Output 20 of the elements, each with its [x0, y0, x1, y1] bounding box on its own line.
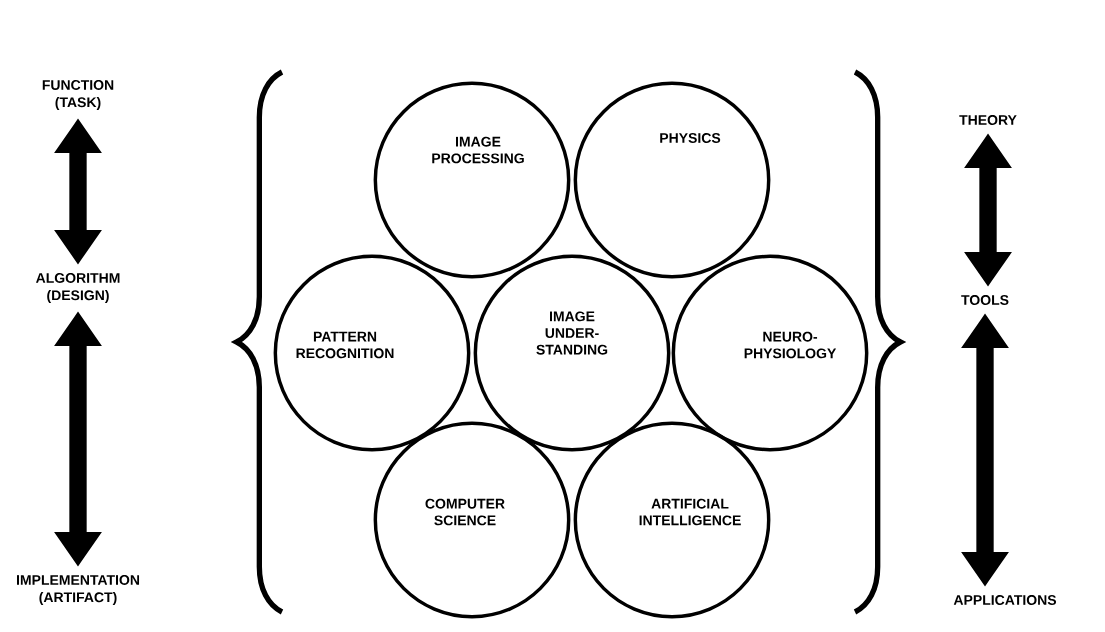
circle: [473, 254, 671, 452]
level-label: ALGORITHM (DESIGN): [36, 273, 120, 303]
circle: [573, 421, 771, 619]
circle-label: PATTERN RECOGNITION: [296, 331, 394, 359]
level-label: IMPLEMENTATION (ARTIFACT): [17, 575, 140, 605]
circle: [373, 81, 571, 279]
circle: [671, 254, 869, 452]
circle-label: PHYSICS: [660, 133, 721, 143]
circle-label: NEURO- PHYSIOLOGY: [744, 331, 837, 359]
circle-label: IMAGE UNDER- STANDING: [536, 311, 608, 355]
level-label: FUNCTION (TASK): [42, 80, 114, 110]
level-label: TOOLS: [961, 295, 1009, 305]
level-label: APPLICATIONS: [953, 595, 1057, 605]
circle: [373, 421, 571, 619]
circle: [273, 254, 471, 452]
circle: [573, 81, 771, 279]
circle-label: ARTIFICIAL INTELLIGENCE: [639, 498, 741, 526]
level-label: THEORY: [959, 115, 1017, 125]
circle-label: COMPUTER SCIENCE: [425, 498, 505, 526]
circle-label: IMAGE PROCESSING: [432, 136, 524, 164]
